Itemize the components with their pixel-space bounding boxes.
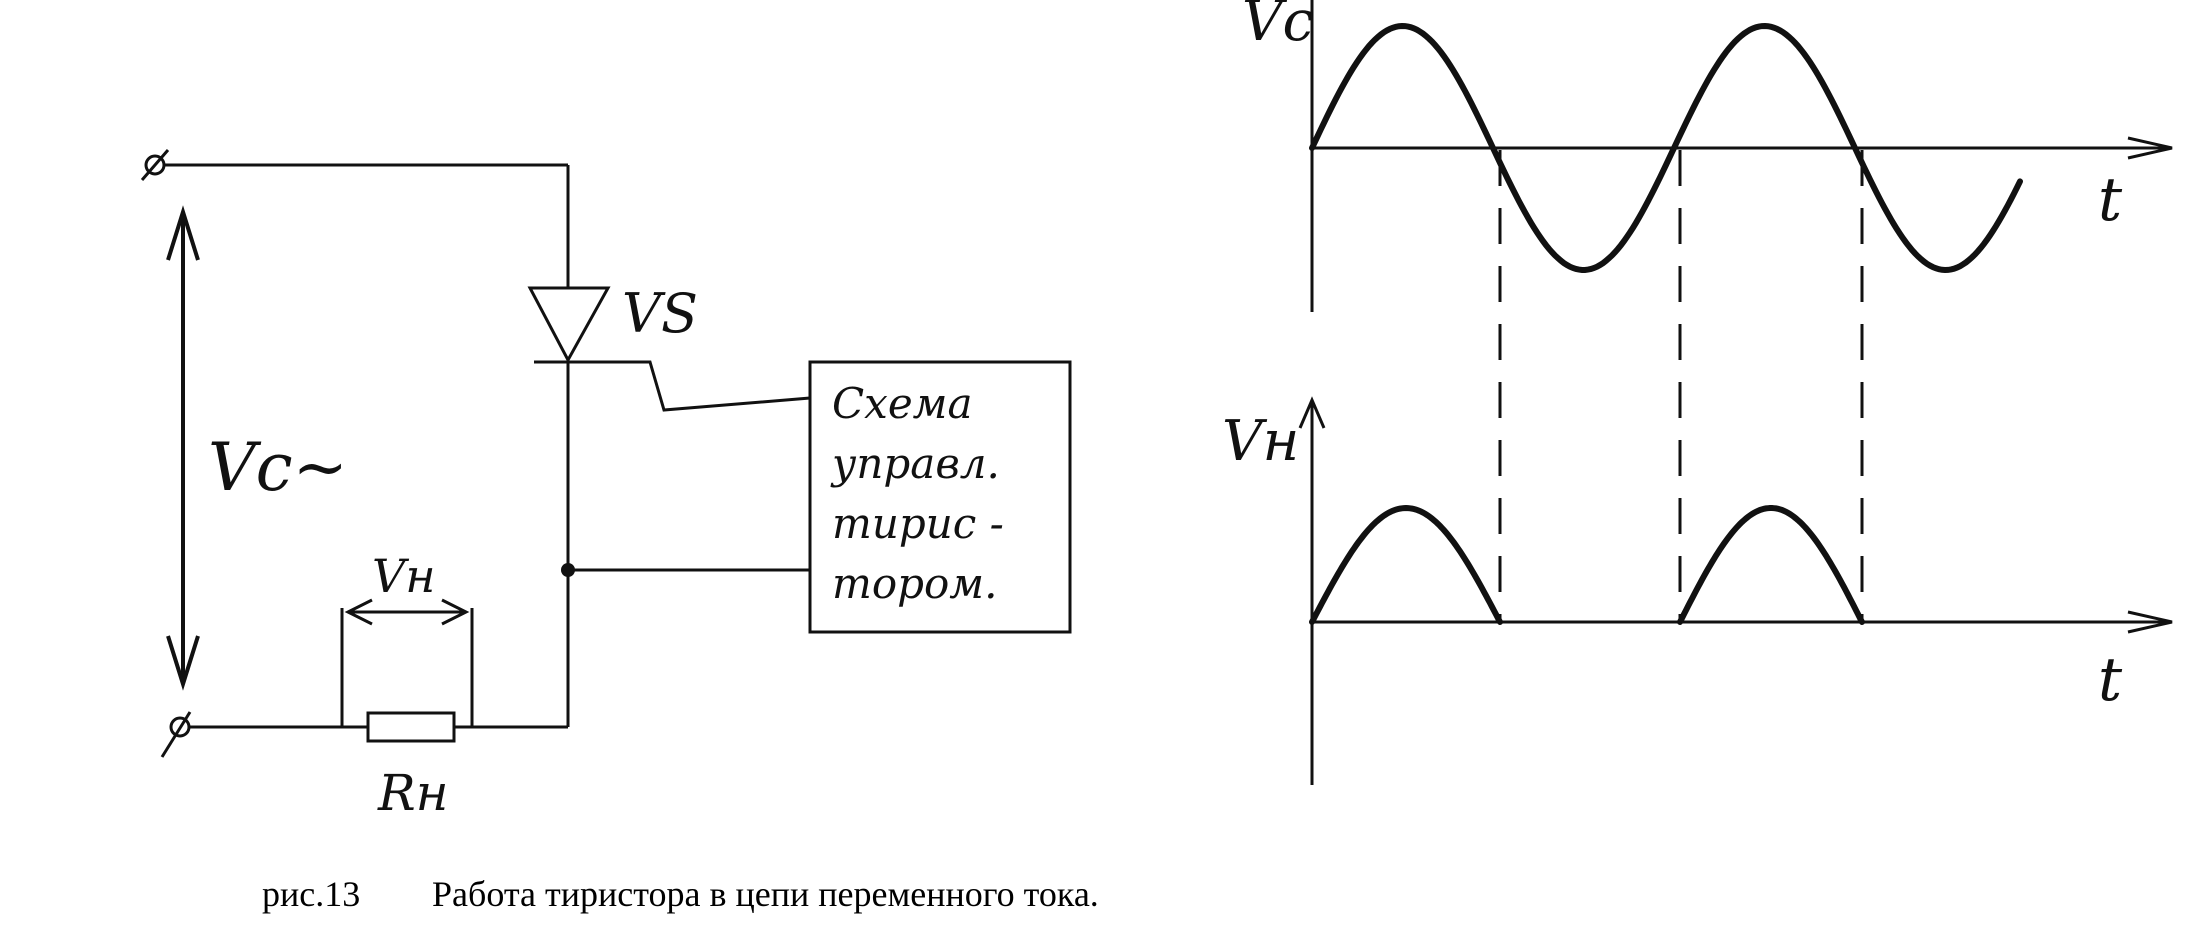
waveform-graphs: Vc t Vн t [1222,0,2173,785]
control-box-line-1: Схема [832,379,973,428]
load-voltage-bracket [340,598,474,727]
circuit-diagram: VS Схема управл. тирис - тором. Rн Vн [140,149,1072,822]
source-voltage-label: Vc~ [208,429,348,506]
load-voltage-pulse-2 [1677,505,1865,625]
control-box-line-3: тирис - [832,499,1004,548]
source-voltage-arrow [166,205,200,691]
bottom-graph-x-arrow [2127,610,2173,634]
load-voltage-label: Vн [372,549,436,603]
load-resistor [366,711,456,743]
source-voltage-waveform [1309,22,2023,274]
load-resistor-label: Rн [377,764,449,822]
thyristor-label: VS [622,282,698,345]
bottom-terminal [160,711,192,758]
caption-number: рис.13 [262,874,360,914]
control-box [808,360,1072,634]
bottom-graph-y-arrow [1298,396,1326,429]
figure-caption: рис.13 Работа тиристора в цепи переменно… [262,874,1099,914]
load-voltage-pulse-1 [1309,504,1503,625]
top-graph-xlabel: t [2098,165,2123,235]
top-graph-ylabel: Vc [1242,0,1314,54]
bottom-graph-xlabel: t [2098,645,2123,715]
top-graph-x-arrow [2127,136,2173,160]
control-box-line-4: тором. [832,559,997,608]
control-box-line-2: управл. [830,439,1000,488]
caption-text: Работа тиристора в цепи переменного тока… [432,874,1099,914]
bottom-graph-ylabel: Vн [1222,409,1299,474]
